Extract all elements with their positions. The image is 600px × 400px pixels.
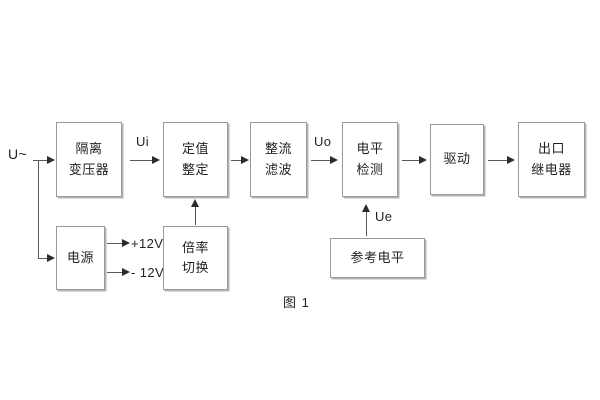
block-line: 变压器 <box>68 161 110 177</box>
input-wire-stub <box>33 160 39 161</box>
arrowhead-to-power-supply <box>47 254 55 262</box>
power-rail-label-positive: +12V <box>131 236 164 251</box>
block-level-detection: 电平 检测 <box>342 122 398 197</box>
arrowhead-driver-to-output-relay <box>507 156 515 164</box>
wire-driver-to-output-relay <box>488 160 510 161</box>
block-driver: 驱动 <box>430 124 484 195</box>
block-line: 出口 <box>537 141 565 157</box>
wire-multiplier-to-setting <box>195 204 196 225</box>
block-line: 滤波 <box>264 161 292 177</box>
arrowhead-transformer-to-setting <box>152 156 160 164</box>
wire-to-power-supply <box>38 258 48 259</box>
block-rectifier-filter: 整流 滤波 <box>250 122 307 197</box>
arrowhead-rail-negative-12v <box>122 268 130 276</box>
arrowhead-to-isolation-transformer <box>47 156 55 164</box>
wire-rectifier-to-level <box>311 160 333 161</box>
wire-reference-to-level <box>366 210 367 236</box>
arrowhead-rail-positive-12v <box>122 239 130 247</box>
block-isolation-transformer: 隔离 变压器 <box>56 122 122 197</box>
block-line: 驱动 <box>443 151 471 167</box>
block-setting-value: 定值 整定 <box>163 122 228 197</box>
input-bus-vertical-wire <box>38 160 39 259</box>
block-line: 电平 <box>356 141 384 157</box>
figure-caption: 图 1 <box>283 295 310 310</box>
wire-setting-to-rectifier <box>231 160 244 161</box>
wire-rail-positive-12v <box>107 243 125 244</box>
block-line: 整定 <box>181 161 209 177</box>
wire-transformer-to-setting <box>130 160 154 161</box>
arrowhead-reference-to-level <box>362 204 370 212</box>
arrowhead-multiplier-to-setting <box>191 199 199 207</box>
block-line: 参考电平 <box>350 249 405 265</box>
block-line: 整流 <box>264 141 292 157</box>
signal-label-ue: Ue <box>375 209 393 224</box>
block-line: 电源 <box>66 249 94 265</box>
block-line: 检测 <box>356 161 384 177</box>
block-line: 倍率 <box>181 239 209 255</box>
arrowhead-setting-to-rectifier <box>241 156 249 164</box>
signal-label-uo: Uo <box>314 134 332 149</box>
block-line: 继电器 <box>531 161 572 177</box>
block-multiplier-switch: 倍率 切换 <box>163 226 228 290</box>
block-output-relay: 出口 继电器 <box>518 122 585 197</box>
power-rail-label-negative: - 12V <box>131 265 165 280</box>
input-signal-label: U~ <box>8 146 28 162</box>
wire-level-to-driver <box>402 160 422 161</box>
arrowhead-level-to-driver <box>419 156 427 164</box>
block-line: 隔离 <box>75 141 103 157</box>
block-line: 切换 <box>181 260 209 275</box>
block-reference-level: 参考电平 <box>330 238 425 278</box>
wire-to-isolation-transformer <box>38 160 48 161</box>
wire-rail-negative-12v <box>107 272 125 273</box>
signal-label-ui: Ui <box>136 134 150 149</box>
arrowhead-rectifier-to-level <box>330 156 338 164</box>
block-line: 定值 <box>181 141 209 157</box>
block-power-supply: 电源 <box>56 226 105 290</box>
